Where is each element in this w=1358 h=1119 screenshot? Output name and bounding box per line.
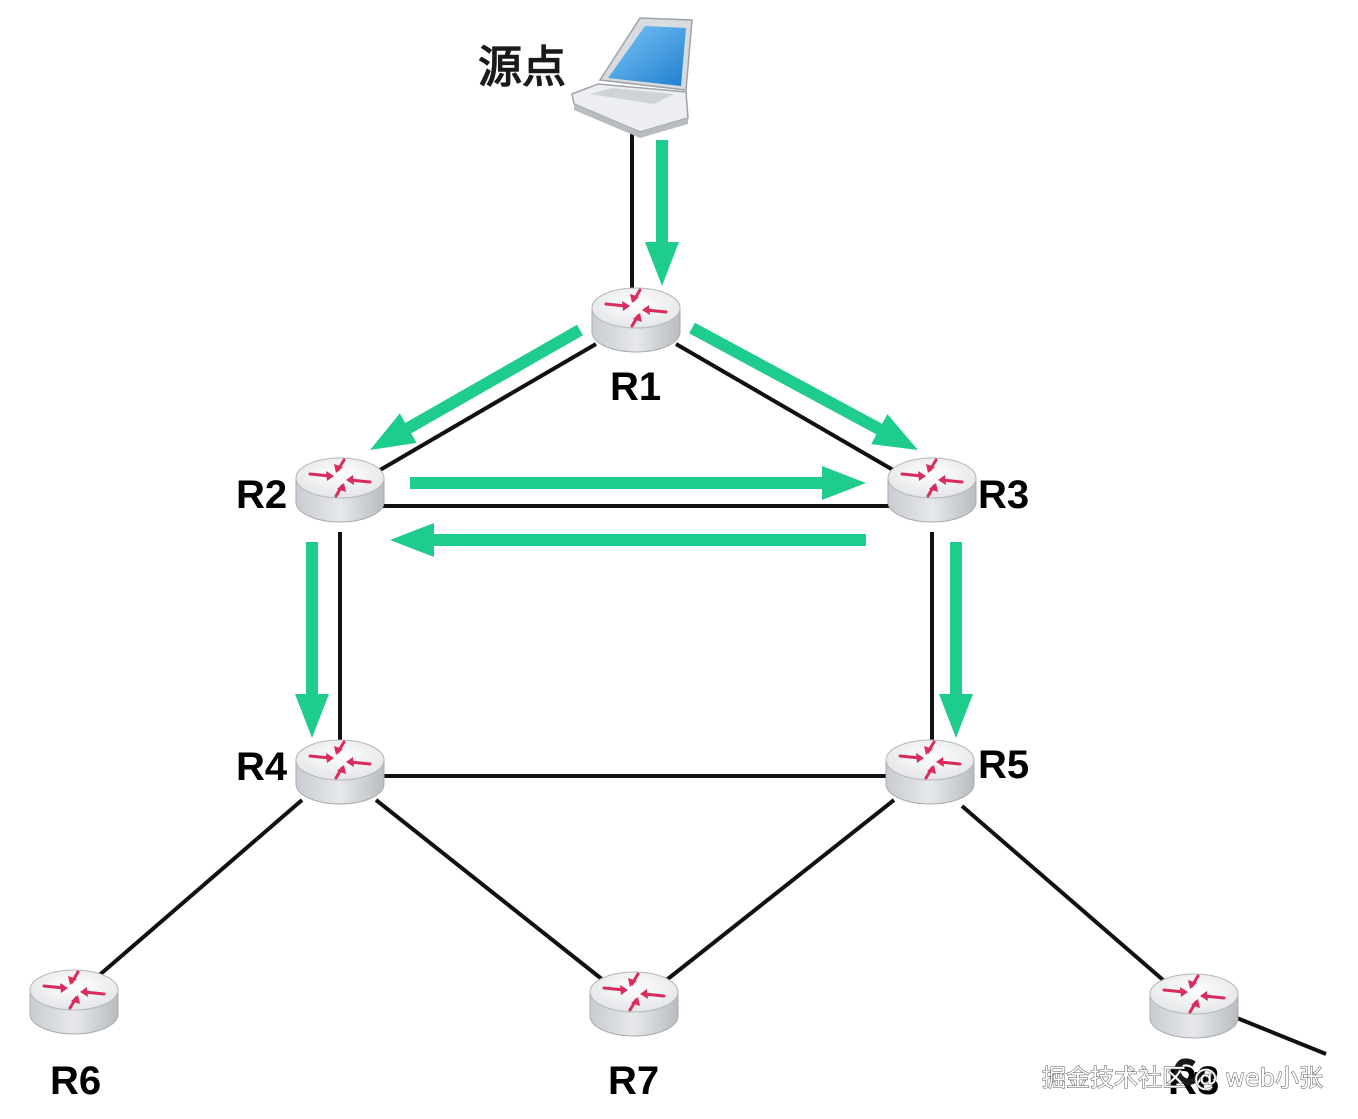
router-icon-r3	[886, 456, 978, 524]
router-label-r6: R6	[50, 1059, 101, 1103]
link-r4-r7	[374, 798, 610, 986]
router-label-r4: R4	[236, 745, 288, 789]
link-r8-outbound	[1231, 1014, 1327, 1056]
link-r4-r6	[94, 798, 304, 980]
router-label-r7: R7	[608, 1059, 659, 1103]
link-r1-r3	[674, 342, 902, 476]
router-label-r5: R5	[978, 743, 1029, 787]
flow-arrow-r1-to-r2	[370, 324, 583, 450]
watermark-text: 掘金技术社区 @ web小张	[1042, 1064, 1323, 1092]
router-icon-r8	[1148, 972, 1240, 1040]
flow-arrow-source-to-r1	[645, 140, 679, 286]
router-icon-r4	[294, 738, 386, 806]
router-icon-r5	[884, 738, 976, 806]
router-icon-r6	[28, 968, 120, 1036]
router-label-r2: R2	[236, 473, 287, 517]
router-icon-r2	[294, 456, 386, 524]
flow-arrow-r2-to-r4	[295, 542, 329, 738]
r8-overlap-marks	[1174, 1058, 1201, 1086]
link-r1-r2	[378, 342, 598, 472]
source-label: 源点	[478, 42, 566, 93]
links-layer	[94, 128, 1327, 1056]
link-r5-r7	[662, 798, 896, 984]
router-icon-r1	[590, 286, 682, 354]
router-label-r3: R3	[978, 473, 1029, 517]
flow-arrow-r3-to-r5	[939, 542, 973, 738]
link-r5-r8	[960, 804, 1172, 988]
router-icon-r7	[588, 970, 680, 1038]
router-label-r1: R1	[610, 365, 661, 409]
flow-arrow-r2-to-r3	[410, 466, 866, 500]
flow-arrow-r1-to-r3	[689, 322, 918, 450]
laptop-icon	[571, 17, 693, 138]
flow-arrows-layer	[295, 140, 973, 738]
flow-arrow-r3-to-r2	[390, 523, 866, 557]
